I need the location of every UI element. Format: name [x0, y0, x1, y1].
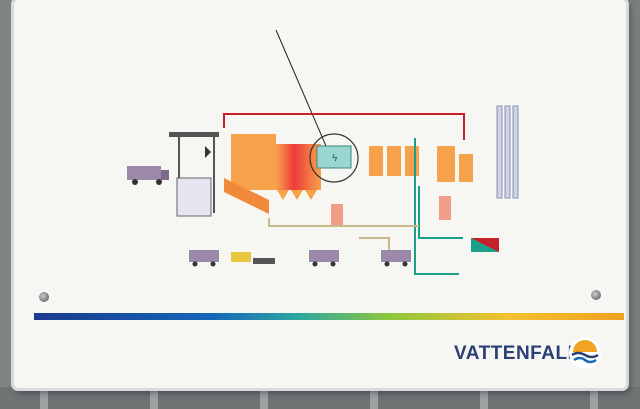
truck-icon	[127, 166, 169, 185]
residue-silo	[439, 196, 451, 220]
board-screw	[39, 292, 49, 302]
furnace	[231, 134, 276, 190]
power-plant-diagram: ϟ	[127, 29, 519, 275]
vattenfall-logo-icon	[569, 337, 601, 369]
chimneys	[496, 105, 519, 199]
truck-icon	[189, 250, 411, 262]
electro-filter	[316, 145, 352, 169]
support-posts	[0, 387, 640, 409]
boiler	[276, 144, 321, 190]
boiler-hoppers	[277, 190, 317, 200]
crane-icon	[169, 132, 219, 217]
water-line	[414, 138, 459, 275]
bulldozer-icon	[231, 252, 275, 264]
water-line	[418, 186, 463, 239]
ash-silo	[331, 204, 343, 226]
color-stripe	[34, 313, 624, 320]
scrubber-towers	[369, 146, 473, 182]
brand-name: VATTENFALL	[454, 343, 580, 364]
pointer-line	[275, 29, 327, 147]
grate	[224, 178, 269, 214]
flue-gas-line	[223, 113, 465, 140]
lightning-icon: ϟ	[332, 153, 338, 164]
highlight-circle	[309, 133, 359, 183]
conveyor-line	[268, 218, 419, 227]
board-screw	[591, 290, 601, 300]
information-board: ϟ	[14, 0, 626, 388]
